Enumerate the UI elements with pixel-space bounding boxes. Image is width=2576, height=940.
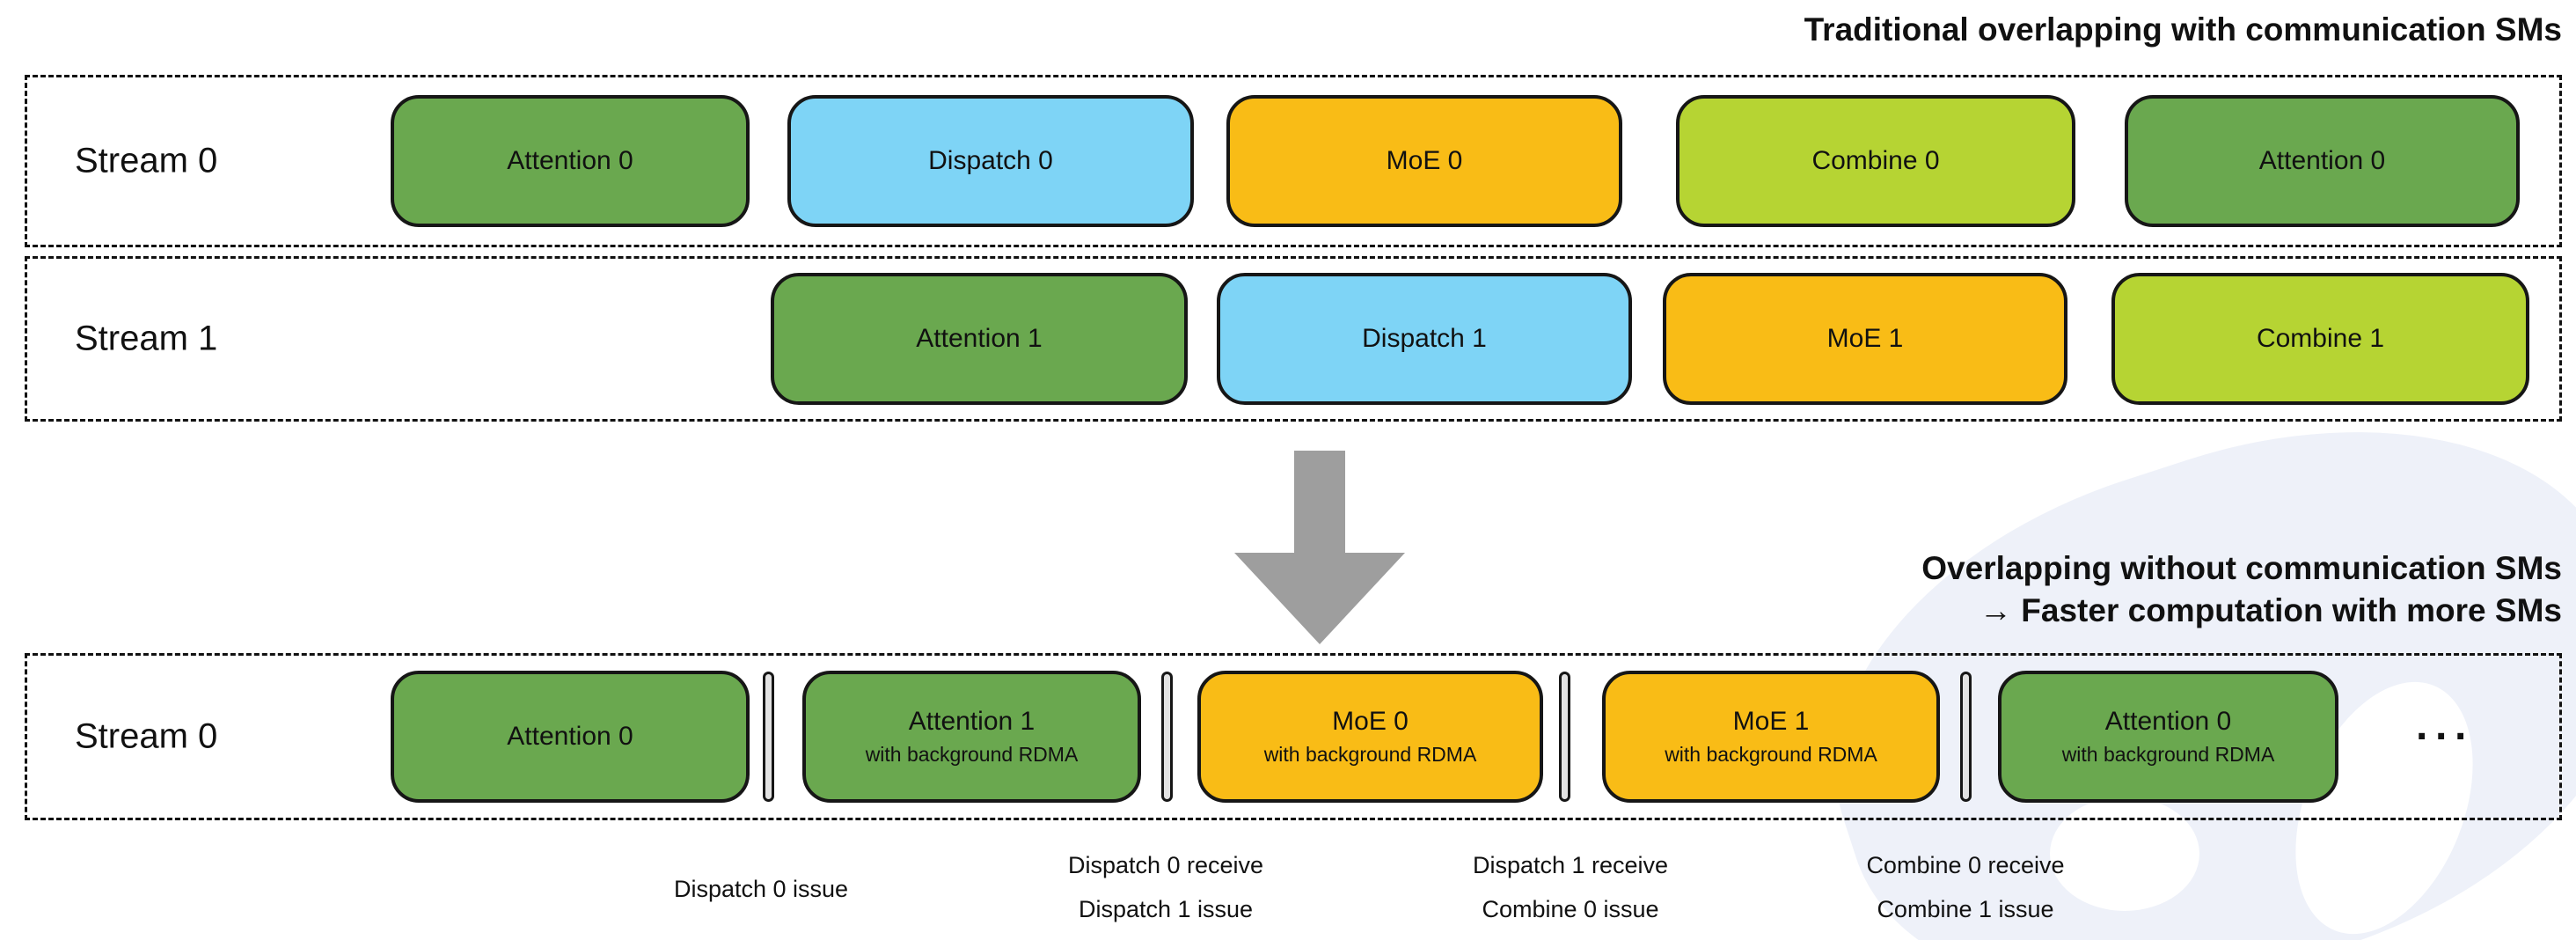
comm-boundary-separator — [1559, 672, 1570, 802]
block-moe-1-rdma: MoE 1 with background RDMA — [1602, 671, 1940, 803]
panel-stream1-traditional: Stream 1 Attention 1 Dispatch 1 MoE 1 Co… — [25, 256, 2562, 422]
block-label: MoE 0 — [1332, 707, 1409, 736]
caption-overlapping: Overlapping without communication SMs → … — [1921, 547, 2562, 632]
annotation-dispatch0-receive: Dispatch 0 receive Dispatch 1 issue — [1068, 843, 1263, 931]
caption-traditional: Traditional overlapping with communicati… — [1804, 11, 2562, 48]
ellipsis-continuation: ··· — [2416, 713, 2474, 760]
down-arrow-icon — [1294, 451, 1345, 554]
annotation-combine0-receive: Combine 0 receive Combine 1 issue — [1866, 843, 2064, 931]
block-attention-1: Attention 1 — [771, 273, 1188, 405]
block-sublabel: with background RDMA — [1665, 743, 1877, 766]
annotation-line: Dispatch 0 receive — [1067, 852, 1264, 878]
block-moe-0: MoE 0 — [1226, 95, 1622, 227]
watermark-whale-shape — [2354, 706, 2400, 748]
down-arrow-icon — [1234, 553, 1405, 644]
block-combine-0: Combine 0 — [1676, 95, 2075, 227]
comm-boundary-separator — [1960, 672, 1972, 802]
stream-label: Stream 0 — [75, 716, 218, 756]
block-sublabel: with background RDMA — [2061, 743, 2275, 766]
block-label: MoE 1 — [1732, 707, 1810, 736]
caption-overlapping-line2: → Faster computation with more SMs — [1980, 592, 2562, 628]
watermark-whale-shape — [2050, 797, 2199, 911]
block-dispatch-0: Dispatch 0 — [787, 95, 1194, 227]
annotation-dispatch0-issue: Dispatch 0 issue — [674, 867, 848, 911]
block-attention-0b: Attention 0 — [2125, 95, 2520, 227]
annotation-line: Combine 1 issue — [1877, 896, 2054, 922]
annotation-dispatch1-receive: Dispatch 1 receive Combine 0 issue — [1473, 843, 1668, 931]
block-moe-0-rdma: MoE 0 with background RDMA — [1197, 671, 1543, 803]
comm-boundary-separator — [763, 672, 774, 802]
comm-boundary-separator — [1161, 672, 1173, 802]
block-label: Attention 1 — [908, 707, 1036, 736]
block-attention-0: Attention 0 — [391, 671, 750, 803]
panel-stream0-fused: Stream 0 Attention 0 Attention 1 with ba… — [25, 653, 2562, 820]
block-sublabel: with background RDMA — [865, 743, 1079, 766]
block-sublabel: with background RDMA — [1263, 743, 1477, 766]
block-attention-1-rdma: Attention 1 with background RDMA — [802, 671, 1141, 803]
panel-stream0-traditional: Stream 0 Attention 0 Dispatch 0 MoE 0 Co… — [25, 75, 2562, 247]
block-dispatch-1: Dispatch 1 — [1217, 273, 1632, 405]
annotation-line: Combine 0 receive — [1866, 852, 2065, 878]
stream-label: Stream 0 — [75, 141, 218, 180]
annotation-line: Combine 0 issue — [1482, 896, 1659, 922]
block-attention-0: Attention 0 — [391, 95, 750, 227]
block-moe-1: MoE 1 — [1663, 273, 2067, 405]
annotation-line: Dispatch 0 issue — [673, 876, 849, 902]
annotation-line: Dispatch 1 receive — [1472, 852, 1669, 878]
block-attention-0-rdma: Attention 0 with background RDMA — [1998, 671, 2338, 803]
caption-overlapping-line1: Overlapping without communication SMs — [1921, 550, 2562, 586]
annotation-line: Dispatch 1 issue — [1078, 896, 1254, 922]
block-label: Attention 0 — [2104, 707, 2232, 736]
stream-label: Stream 1 — [75, 319, 218, 358]
block-combine-1: Combine 1 — [2111, 273, 2529, 405]
